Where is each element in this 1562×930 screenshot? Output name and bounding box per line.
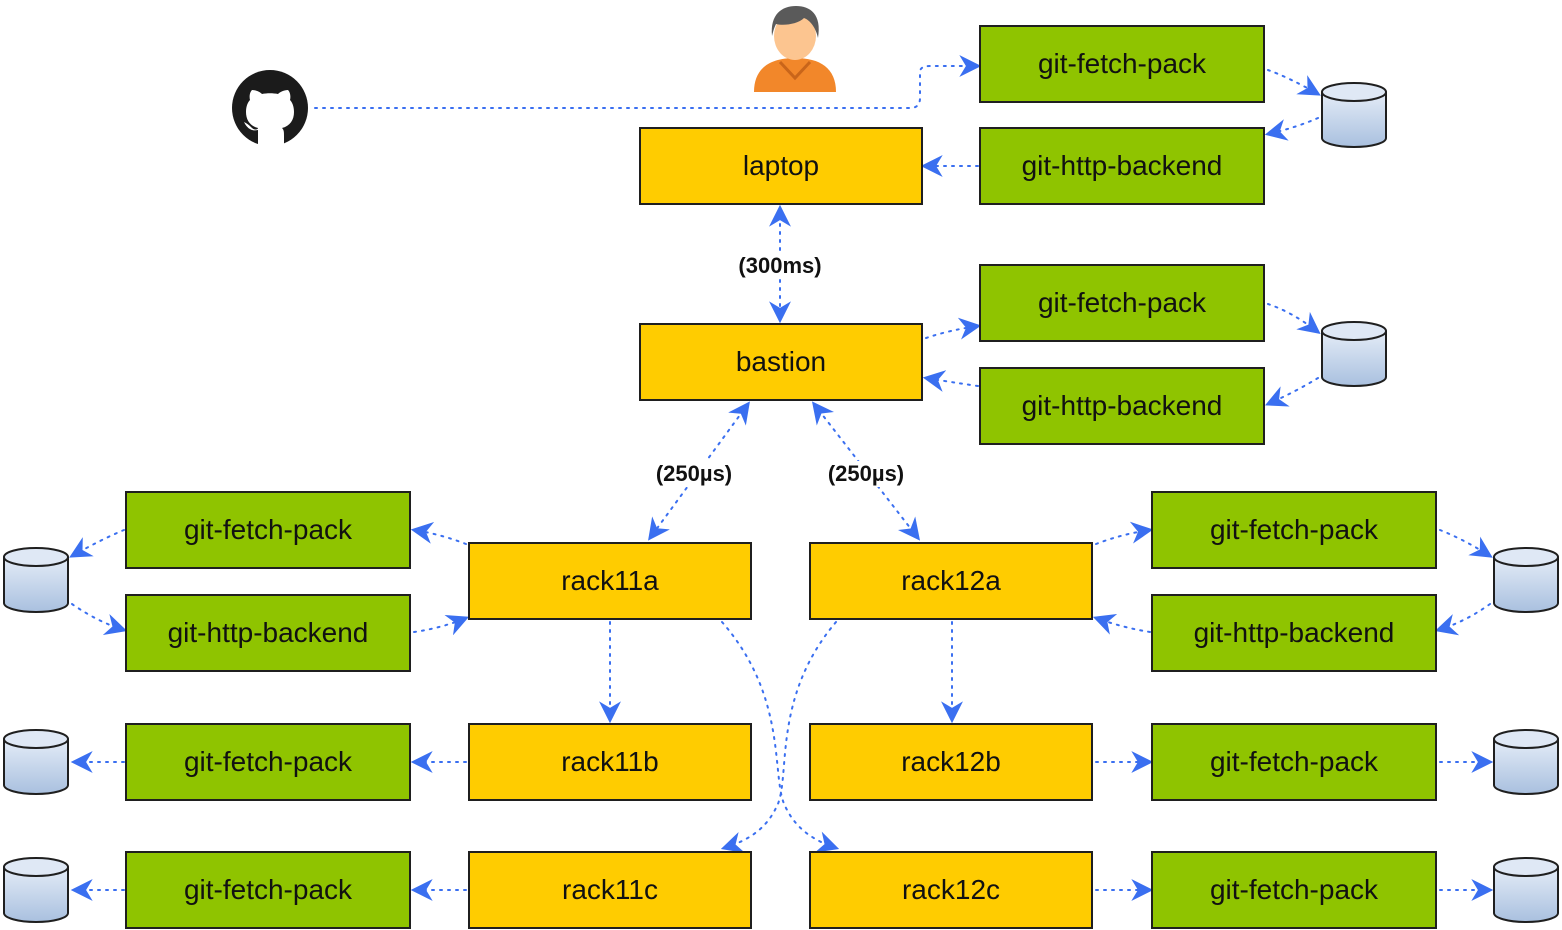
bastion-rack11a-wire (648, 401, 750, 541)
rack12a-to-fetch-wire (1095, 521, 1154, 545)
rack12a-backend-to-rack12a-wire (1092, 613, 1151, 635)
rack12a-http-backend: git-http-backend (1151, 594, 1437, 672)
laptop-db-to-backend-wire (1264, 117, 1319, 141)
rack11c-fetch-pack: git-fetch-pack (125, 851, 411, 929)
host-rack12b: rack12b (809, 723, 1093, 801)
laptop-database-icon (1321, 82, 1387, 148)
host-laptop: laptop (639, 127, 923, 205)
rack12c-fetch-pack: git-fetch-pack (1151, 851, 1437, 929)
rack12a-db-to-backend-wire (1434, 603, 1491, 636)
bastion-database-icon (1321, 321, 1387, 387)
rack11a-db-to-backend-wire (71, 603, 128, 636)
rack11a-fetch-to-db-wire (69, 529, 125, 558)
bastion-fetch-pack: git-fetch-pack (979, 264, 1265, 342)
rack12b-database-icon (1493, 729, 1559, 795)
user-icon (754, 6, 836, 92)
host-rack11b: rack11b (468, 723, 752, 801)
laptop-fetch-to-db-wire (1267, 69, 1321, 96)
rack11b-database-icon (3, 729, 69, 795)
rack11a-to-fetch-wire (410, 521, 467, 545)
host-rack12c: rack12c (809, 851, 1093, 929)
rack12c-database-icon (1493, 857, 1559, 923)
host-rack11a: rack11a (468, 542, 752, 620)
rack12a-rack11c-wire (720, 621, 837, 854)
rack11c-database-icon (3, 857, 69, 923)
rack11a-http-backend: git-http-backend (125, 594, 411, 672)
host-bastion: bastion (639, 323, 923, 401)
bastion-backend-to-bastion-wire (922, 370, 979, 392)
laptop-fetch-pack: git-fetch-pack (979, 25, 1265, 103)
rack11a-fetch-pack: git-fetch-pack (125, 491, 411, 569)
latency-laptop-bastion: (300ms) (736, 253, 824, 279)
host-rack12a: rack12a (809, 542, 1093, 620)
laptop-http-backend: git-http-backend (979, 127, 1265, 205)
rack11a-backend-to-rack11a-wire (413, 615, 470, 636)
bastion-db-to-backend-wire (1264, 377, 1319, 407)
latency-bastion-rack11a: (250µs) (653, 461, 735, 487)
bastion-to-fetch-wire (925, 317, 982, 340)
bastion-http-backend: git-http-backend (979, 367, 1265, 445)
github-icon (232, 70, 308, 146)
host-rack11c: rack11c (468, 851, 752, 929)
github-to-laptop-fetch-wire (314, 55, 982, 109)
rack12a-database-icon (1493, 547, 1559, 613)
latency-bastion-rack12a: (250µs) (825, 461, 907, 487)
rack11b-fetch-pack: git-fetch-pack (125, 723, 411, 801)
rack12a-fetch-pack: git-fetch-pack (1151, 491, 1437, 569)
bastion-fetch-to-db-wire (1267, 303, 1321, 335)
rack11a-database-icon (3, 547, 69, 613)
rack12b-fetch-pack: git-fetch-pack (1151, 723, 1437, 801)
rack12a-fetch-to-db-wire (1439, 529, 1493, 558)
